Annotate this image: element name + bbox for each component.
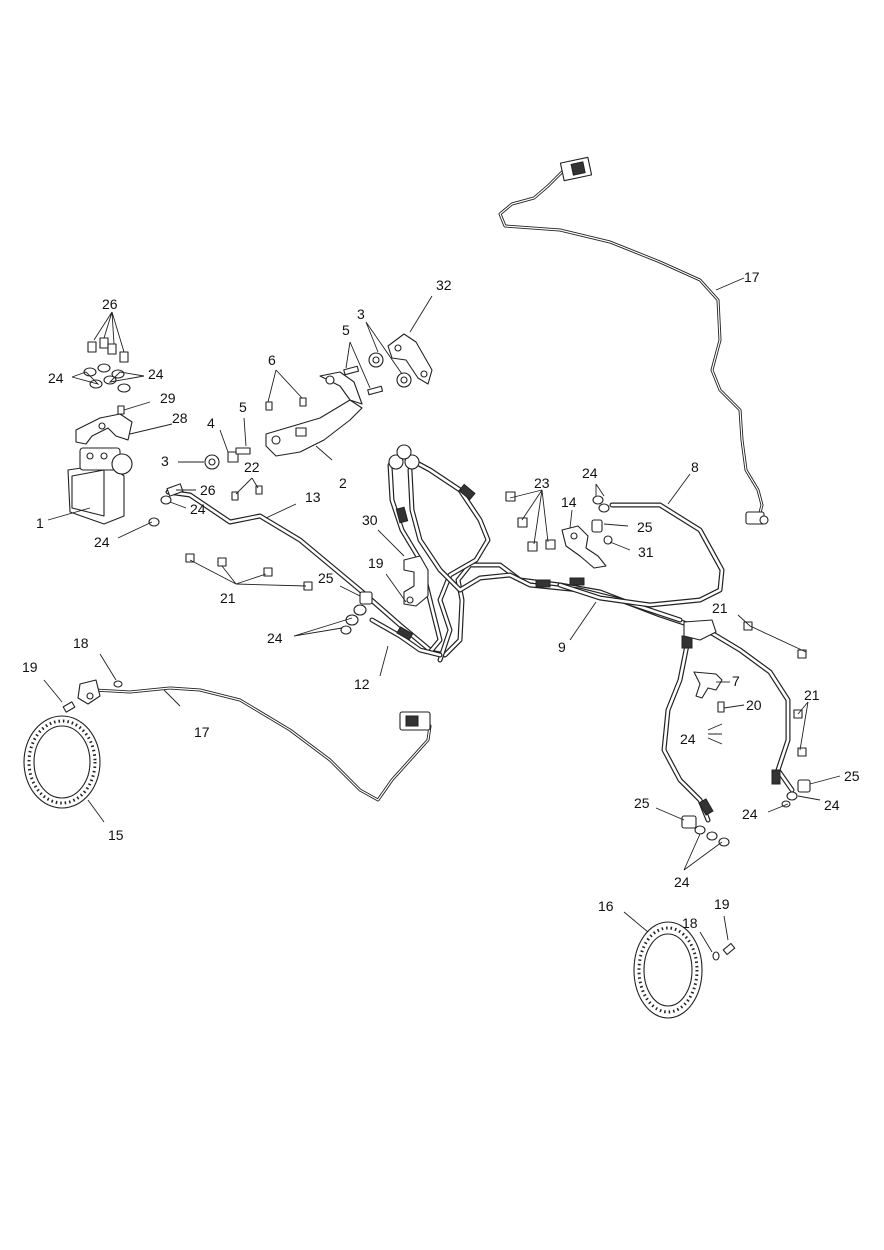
rear-tone-ring	[23, 715, 101, 809]
callout-20: 20	[746, 697, 762, 713]
grommets-and-bolts	[148, 352, 412, 527]
callout-29: 29	[160, 390, 176, 406]
leader-lines	[43, 277, 841, 953]
bracket-14	[561, 525, 607, 569]
callout-28: 28	[172, 410, 188, 426]
rear-sensor-harness	[77, 679, 432, 802]
callout-17-top: 17	[744, 269, 760, 285]
callout-24-junction: 24	[680, 731, 696, 747]
junction-block	[693, 671, 725, 745]
callout-14: 14	[561, 494, 577, 510]
callout-5-left: 5	[239, 399, 247, 415]
abs-modulator	[67, 447, 133, 525]
callout-4: 4	[207, 415, 215, 431]
callout-24-top-left: 24	[48, 370, 64, 386]
callout-18-right: 18	[682, 915, 698, 931]
callout-3-left: 3	[161, 453, 169, 469]
callout-12: 12	[354, 676, 370, 692]
bracket-30	[403, 555, 429, 607]
callout-9: 9	[558, 639, 566, 655]
callout-32: 32	[436, 277, 452, 293]
callout-19-center: 19	[368, 555, 384, 571]
callout-21-left: 21	[220, 590, 236, 606]
bracket-32	[387, 333, 433, 385]
callout-24-right: 24	[582, 465, 598, 481]
brake-hoses	[165, 444, 795, 823]
callout-labels: 26 24 24 29 28 3 1 24 24 26 4 5 22 6 5 3…	[22, 269, 860, 931]
callout-1: 1	[36, 515, 44, 531]
callout-21-right-top: 21	[712, 600, 728, 616]
callout-3-right: 3	[357, 306, 365, 322]
callout-26-top: 26	[102, 296, 118, 312]
callout-21-right: 21	[804, 687, 820, 703]
callout-24-caliper: 24	[742, 806, 758, 822]
callout-7: 7	[732, 673, 740, 689]
callout-25-far-right: 25	[844, 768, 860, 784]
front-wheel-sensor-head	[745, 511, 769, 525]
callout-24-lower: 24	[674, 874, 690, 890]
callout-16: 16	[598, 898, 614, 914]
callout-25-lower: 25	[634, 795, 650, 811]
callout-24-abs: 24	[190, 501, 206, 517]
callout-25-right: 25	[637, 519, 653, 535]
callout-5-right: 5	[342, 322, 350, 338]
callout-15: 15	[108, 827, 124, 843]
rear-sensor-connector	[399, 711, 431, 731]
sensor-bolts	[62, 680, 736, 961]
callout-19-left: 19	[22, 659, 38, 675]
callout-24-far-right: 24	[824, 797, 840, 813]
callout-2: 2	[339, 475, 347, 491]
abs-bracket	[75, 413, 133, 445]
callout-30: 30	[362, 512, 378, 528]
callout-18-left: 18	[73, 635, 89, 651]
callout-22: 22	[244, 459, 260, 475]
callout-23: 23	[534, 475, 550, 491]
mounting-bracket	[265, 371, 363, 457]
callout-31: 31	[638, 544, 654, 560]
callout-24-mid-left: 24	[94, 534, 110, 550]
callout-13: 13	[305, 489, 321, 505]
callout-26-abs: 26	[200, 482, 216, 498]
front-tone-ring	[633, 921, 703, 1019]
callout-19-right: 19	[714, 896, 730, 912]
front-sensor-connector	[559, 156, 593, 182]
callout-17-bottom: 17	[194, 724, 210, 740]
callout-25-center: 25	[318, 570, 334, 586]
rear-wheel-sensor-head	[77, 679, 101, 705]
callout-6: 6	[268, 352, 276, 368]
callout-24-center: 24	[267, 630, 283, 646]
callout-24-top-right: 24	[148, 366, 164, 382]
front-sensor-harness	[498, 156, 769, 525]
callout-8: 8	[691, 459, 699, 475]
